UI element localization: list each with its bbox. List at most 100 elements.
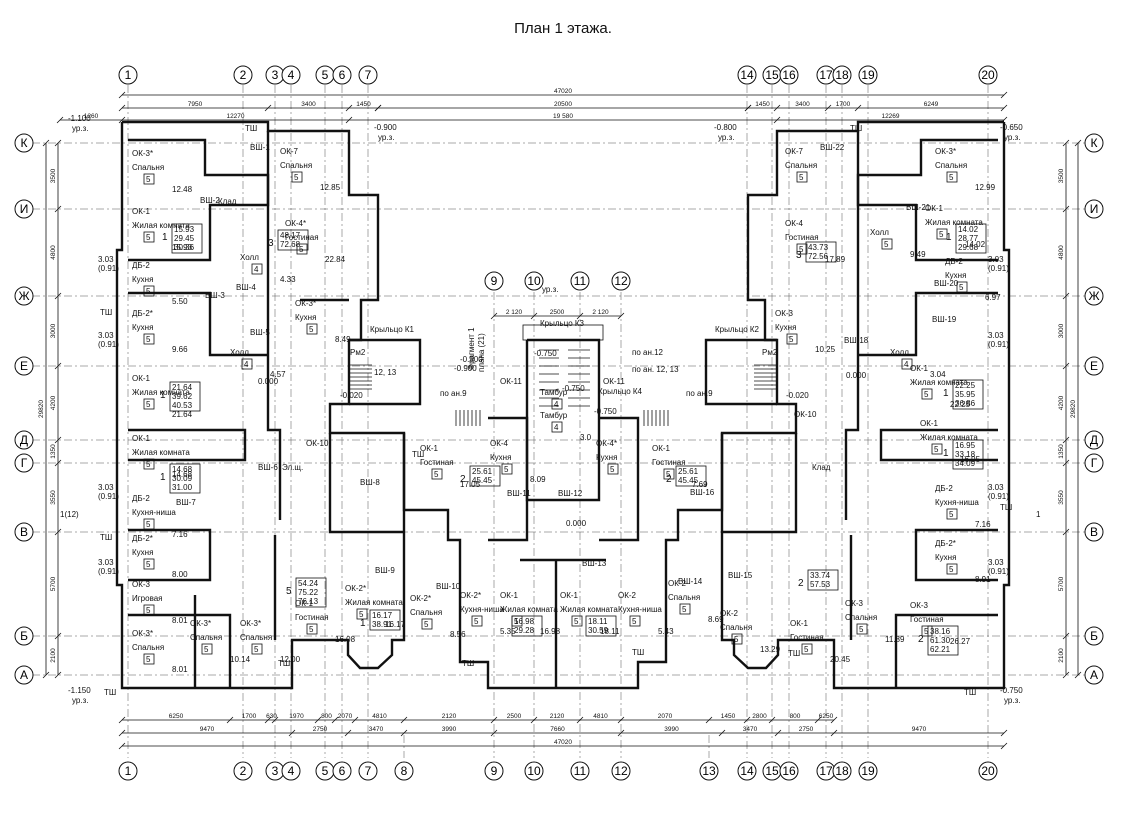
dim-bot-overall-tick [118, 742, 126, 750]
axis-bottom-10: 10 [524, 761, 544, 781]
room-number: 5 [939, 230, 944, 239]
room-mark: ДБ-2* [132, 534, 153, 543]
axis-right-1: И [1084, 199, 1104, 219]
room-mark: ДБ-2* [935, 539, 956, 548]
room-mark: ОК-2* [410, 594, 431, 603]
axis-mid-10: 10 [524, 271, 544, 291]
room-name: Кухня [132, 548, 153, 557]
room-number-box [291, 171, 303, 183]
room-number: 4 [554, 400, 559, 409]
axis-bubble-circle [1084, 665, 1104, 685]
room-area: 8.91 [975, 575, 991, 584]
apartment-area: 76.13 [298, 597, 319, 606]
room-number: 5 [504, 465, 509, 474]
room-mark: ОК-3 [132, 580, 151, 589]
axis-bubble-label: А [1090, 668, 1098, 682]
dim-left-overall-tick [42, 139, 50, 147]
room-number: 4 [254, 265, 259, 274]
apartment-area-box [805, 241, 837, 263]
room-number-box [551, 398, 563, 410]
dim-right-tick [1062, 436, 1070, 444]
room-area: 5.50 [172, 297, 188, 306]
room-number-box [796, 171, 808, 183]
apartment-area: 75.22 [298, 588, 319, 597]
misc-label: 1(12) [60, 510, 79, 519]
room-number: 5 [309, 325, 314, 334]
room-number: 5 [949, 565, 954, 574]
axis-top-5: 5 [315, 65, 335, 85]
apartment-number: 1 [360, 618, 366, 629]
axis-top-19: 19 [858, 65, 878, 85]
room-number-box [571, 615, 583, 627]
room-number: 5 [146, 400, 151, 409]
room-number: 4 [554, 423, 559, 432]
dim-bot-1-tick [814, 716, 822, 724]
right-inner-6 [844, 131, 860, 520]
dim-top-2r-tick [1000, 104, 1008, 112]
misc-label: 1 [1036, 510, 1041, 519]
dim-top-3-tick [118, 116, 126, 124]
room-number-box [431, 468, 443, 480]
dim-bot-1-tick [490, 716, 498, 724]
room-area: 10.25 [815, 345, 836, 354]
dim-bot-1-value: 630 [266, 713, 277, 720]
room-name: Гостиная [285, 233, 319, 242]
axis-bottom-11: 11 [570, 761, 590, 781]
dim-top-2l-tick [345, 104, 353, 112]
axis-left-3: Е [14, 356, 34, 376]
dim-mid-tick [617, 312, 625, 320]
dim-right-value: 4800 [1058, 245, 1065, 260]
misc-label: ТШ [245, 124, 257, 133]
apartment-number: 3 [268, 238, 274, 249]
axis-bubble-label: 17 [819, 764, 833, 778]
room-number-box [306, 323, 318, 335]
dim-top-2r-tick [824, 104, 832, 112]
axis-bubble-circle [737, 761, 757, 781]
axis-bubble-circle [484, 761, 504, 781]
dim-top-2r-value: 1700 [836, 101, 851, 108]
apartment-area-box [511, 615, 543, 637]
room-number: 5 [789, 335, 794, 344]
dim-left-tick [54, 632, 62, 640]
axis-bottom-14: 14 [737, 761, 757, 781]
dim-left-overall-tick [42, 671, 50, 679]
axis-bubble-circle [14, 626, 34, 646]
porch-label: Крыльцо К2 [715, 325, 760, 334]
room-area: 12.99 [975, 183, 996, 192]
room-number-box [946, 171, 958, 183]
apartment-area: 31.00 [172, 483, 193, 492]
room-area: 3.0 [580, 433, 592, 442]
room-number: 5 [949, 173, 954, 182]
room-number: 5 [146, 335, 151, 344]
axis-bubble-circle [394, 761, 414, 781]
misc-label: ВШ-22 [820, 143, 845, 152]
room-number-box [201, 643, 213, 655]
axis-bubble-label: В [20, 525, 28, 539]
right-room: ДБ-2* Кухня 5 8.91 [935, 539, 991, 584]
plan-note: плана (21) [477, 333, 486, 372]
room-name: Кухня [935, 553, 956, 562]
dim-bot-1-value: 6250 [169, 713, 184, 720]
misc-label: ТШ [100, 308, 112, 317]
axis-top-20: 20 [978, 65, 998, 85]
room-mark: ДБ-2 [945, 257, 963, 266]
axis-bubble-circle [358, 65, 378, 85]
room-mark: ОК-2 [720, 609, 739, 618]
dim-bot-1-value: 4810 [593, 713, 608, 720]
axis-bubble-circle [779, 761, 799, 781]
level-mark: -0.900 [374, 123, 397, 132]
axis-bottom-5: 5 [315, 761, 335, 781]
dim-bot-1-tick [351, 716, 359, 724]
axis-bubble-label: 4 [288, 764, 295, 778]
axis-bottom-3: 3 [265, 761, 285, 781]
axis-bottom-9: 9 [484, 761, 504, 781]
